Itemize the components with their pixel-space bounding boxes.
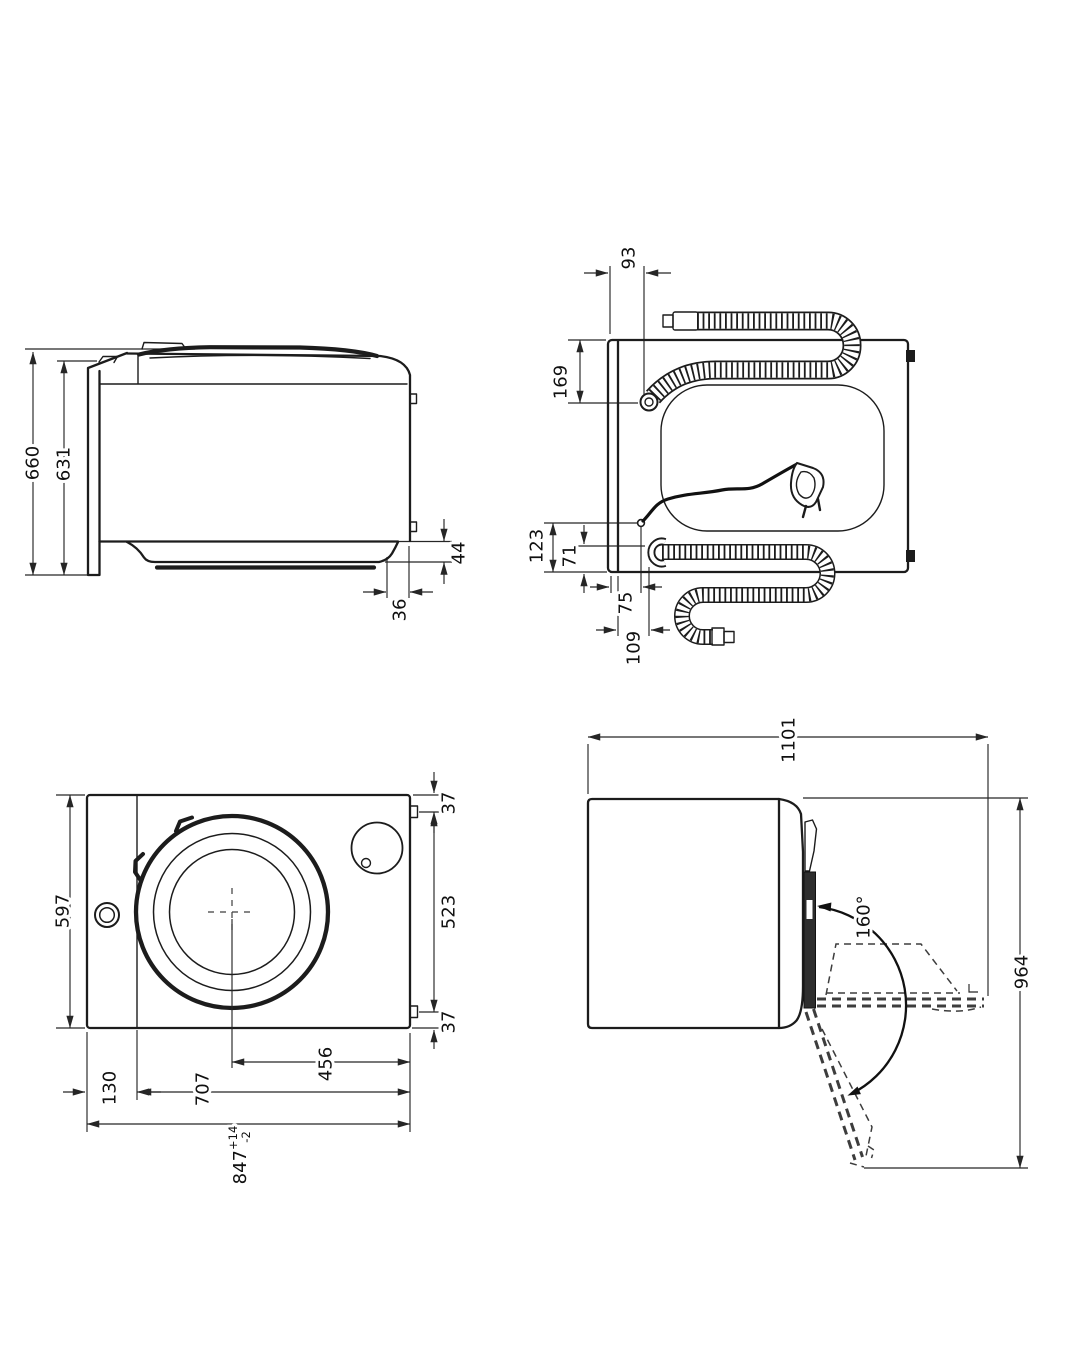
power-plug-icon — [789, 461, 825, 519]
dim-631: 631 — [54, 447, 75, 481]
panel-slope-tab — [98, 355, 119, 364]
hinge-tab-icon — [409, 805, 419, 819]
dim-160deg: 160° — [854, 895, 875, 938]
dim-847-value: 847 — [230, 1150, 251, 1184]
dim-597: 597 — [53, 894, 74, 928]
hinge-tab-icon — [409, 393, 418, 405]
dim-456: 456 — [316, 1047, 337, 1081]
dim-130: 130 — [100, 1071, 121, 1105]
dim-660: 660 — [23, 446, 44, 480]
dim-847: 847+14-2 — [226, 1126, 253, 1185]
machine-front-outline — [85, 793, 419, 1030]
front-panel-curve — [777, 797, 805, 1030]
dim-964: 964 — [1012, 955, 1033, 989]
lid-profile — [136, 345, 380, 359]
dim-109: 109 — [624, 631, 645, 665]
arc-arrow-icon — [817, 902, 832, 912]
door-closed-slab — [803, 871, 816, 1009]
lid-top-outline — [660, 384, 885, 532]
hinge-tab-icon — [409, 1005, 419, 1019]
door-open-90-dashed — [817, 943, 984, 1012]
dim-123: 123 — [527, 529, 548, 563]
top-extension-lines — [544, 266, 650, 636]
arc-arrow-icon — [847, 1086, 861, 1096]
dim-37-top: 37 — [439, 792, 460, 815]
base-plinth — [125, 540, 400, 564]
machine-top-outline — [606, 338, 915, 574]
hose-end-fitting-icon — [723, 630, 735, 644]
dim-847-tol-minus: -2 — [239, 1131, 253, 1142]
hose-end-fitting-icon — [711, 627, 725, 646]
door-latch-notch — [174, 815, 194, 833]
dim-523: 523 — [439, 895, 460, 929]
dim-36: 36 — [390, 599, 411, 622]
swing-extension-lines — [587, 744, 1028, 1169]
swing-arc — [817, 902, 908, 1096]
hinge-tab-icon — [906, 550, 915, 562]
dim-707: 707 — [193, 1072, 214, 1106]
inlet-hose — [639, 311, 862, 412]
machine-side-outline — [86, 341, 418, 577]
hinge-tab-icon — [409, 521, 418, 533]
door-handle-notch — [806, 900, 813, 919]
dim-71: 71 — [560, 545, 581, 568]
dim-37-bottom: 37 — [439, 1011, 460, 1034]
small-port-icon — [94, 902, 120, 928]
door-swing-view: 1101 964 160° — [586, 714, 1036, 1169]
door-hinge-bump — [133, 852, 145, 883]
power-cord — [636, 461, 825, 528]
door-handle-pocket — [804, 819, 818, 872]
side-view: 660 631 44 36 — [20, 341, 473, 624]
dim-44: 44 — [449, 542, 470, 565]
machine-swing-outline — [586, 797, 818, 1030]
hose-connector-icon — [662, 314, 674, 328]
door-tip-tick — [968, 984, 978, 993]
dim-1101: 1101 — [779, 717, 800, 763]
drain-hose — [647, 537, 836, 646]
dim-847-tol-plus: +14 — [226, 1126, 240, 1150]
hose-connector-icon — [672, 311, 699, 331]
dim-169: 169 — [551, 365, 572, 399]
side-extension-lines — [25, 348, 452, 598]
front-view: 597 37 523 37 456 130 707 847+14-2 — [50, 772, 463, 1187]
top-view-hoses: 93 169 123 71 75 109 — [524, 244, 915, 668]
dim-93: 93 — [619, 247, 640, 270]
hinge-tab-icon — [906, 350, 915, 362]
door-open-160-dashed — [804, 1008, 875, 1168]
lid-handle-lip — [141, 341, 187, 350]
control-dial-icon — [350, 821, 404, 875]
dim-75: 75 — [616, 592, 637, 615]
